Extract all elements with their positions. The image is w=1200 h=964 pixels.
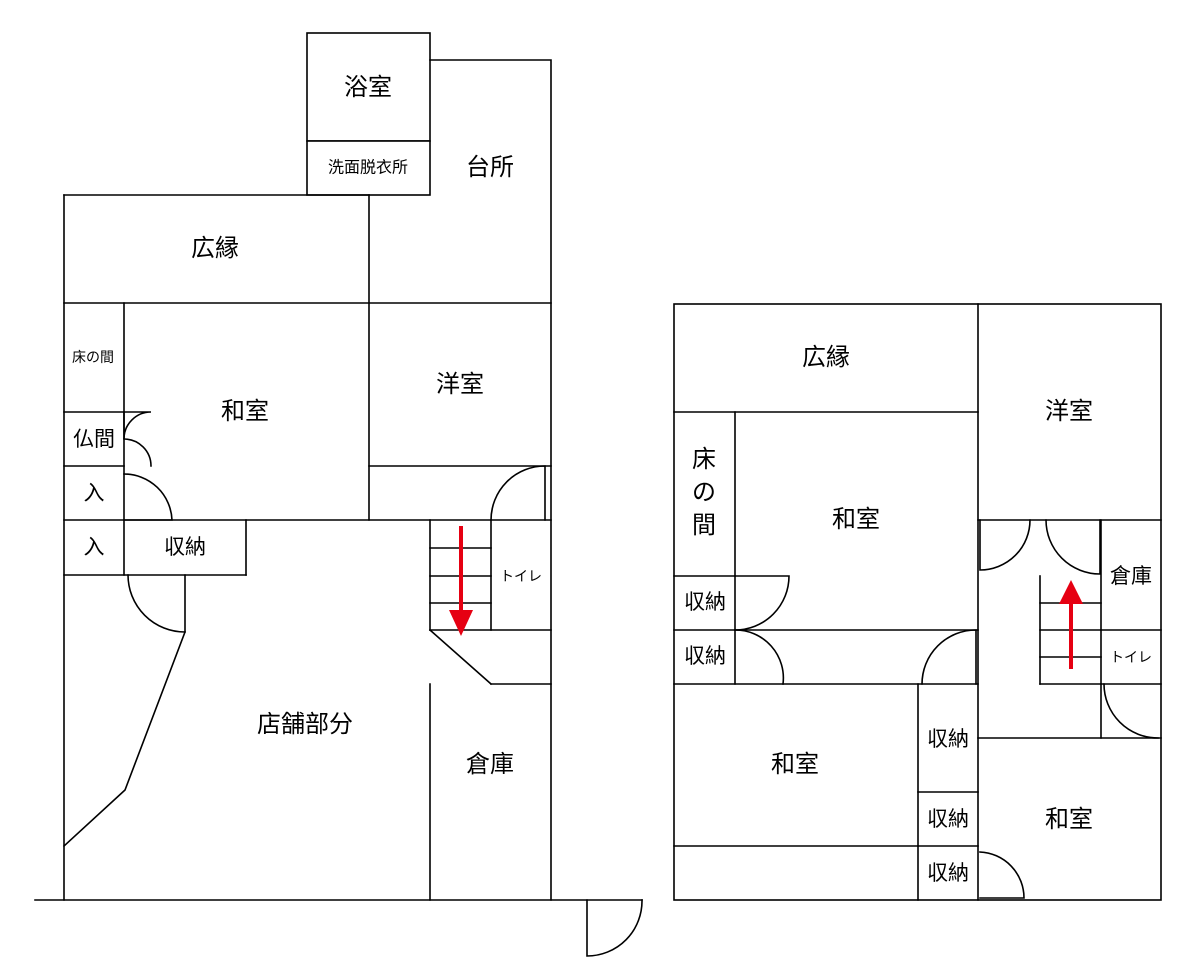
label-toilet: トイレ [500, 569, 542, 585]
dressing-room [306, 140, 431, 196]
floor1-doors [62, 411, 643, 957]
shop-front-wall [62, 630, 187, 848]
stair-landing-diagonal [428, 628, 493, 686]
floor1-plan: 浴室 洗面脱衣所 台所 広縁 床の間 洋室 和室 仏間 入 入 収納 トイレ 店… [34, 32, 643, 957]
altar-door-bottom[interactable] [123, 438, 152, 467]
floor2-plan: 広縁 洋室 床 の 間 和室 倉庫 収納 収納 トイレ 収納 和室 収納 和室 … [673, 303, 1162, 901]
f2-toilet-door[interactable] [1103, 683, 1159, 739]
f2-storage-2-door[interactable] [734, 629, 785, 685]
storage-door[interactable] [127, 574, 186, 633]
closet-door[interactable] [123, 473, 173, 521]
f2-label-storage-4: 収納 [927, 807, 969, 831]
f2-label-toilet: トイレ [1110, 650, 1152, 666]
label-closet-in-1: 入 [84, 481, 105, 505]
f2-label-washitsu-bl: 和室 [771, 750, 819, 778]
f2-label-washitsu-br: 和室 [1045, 805, 1093, 833]
f2-storage-1-door[interactable] [734, 575, 790, 631]
f2-label-washitsu-main: 和室 [832, 505, 880, 533]
label-dressing: 洗面脱衣所 [328, 158, 408, 177]
f2-label-alcove-1: 床 [692, 445, 716, 473]
f2-hall-door[interactable] [921, 629, 977, 685]
f2-label-veranda: 広縁 [802, 343, 850, 371]
label-storage: 収納 [164, 535, 206, 559]
floor2-stairs [1039, 580, 1102, 669]
label-closet-in-2: 入 [84, 535, 105, 559]
label-western: 洋室 [436, 370, 484, 398]
f2-label-storage-5: 収納 [927, 861, 969, 885]
bath-room [306, 32, 431, 142]
f2-label-western: 洋室 [1045, 397, 1093, 425]
label-shop: 店舗部分 [257, 710, 353, 738]
f2-label-warehouse: 倉庫 [1110, 564, 1152, 588]
label-kitchen: 台所 [466, 153, 514, 181]
label-altar: 仏間 [73, 427, 115, 451]
stair-down-arrowhead [449, 610, 473, 636]
label-alcove: 床の間 [72, 350, 114, 366]
floor2-doors [734, 519, 1159, 899]
f2-label-storage-3: 収納 [927, 727, 969, 751]
floor2-labels: 広縁 洋室 床 の 間 和室 倉庫 収納 収納 トイレ 収納 和室 収納 和室 … [684, 343, 1152, 885]
label-warehouse: 倉庫 [466, 750, 514, 778]
f2-label-storage-1: 収納 [684, 590, 726, 614]
kitchen-outline [429, 59, 552, 901]
label-veranda: 広縁 [191, 234, 239, 262]
f2-label-storage-2: 収納 [684, 644, 726, 668]
toilet-door[interactable] [490, 465, 546, 521]
label-bath: 浴室 [344, 73, 392, 101]
floor1-labels: 浴室 洗面脱衣所 台所 広縁 床の間 洋室 和室 仏間 入 入 収納 トイレ 店… [72, 73, 542, 778]
f2-warehouse-door[interactable] [1045, 519, 1101, 575]
label-washitsu: 和室 [221, 397, 269, 425]
floor1-stairs [429, 526, 492, 636]
f2-western-door-left[interactable] [979, 519, 1031, 571]
f2-label-alcove-2: の [692, 478, 716, 506]
f2-label-alcove-3: 間 [692, 511, 716, 539]
floor1-walls [34, 32, 643, 901]
entrance-door[interactable] [586, 899, 643, 957]
altar-door-top[interactable] [123, 411, 152, 440]
f2-washitsu-br-door[interactable] [979, 851, 1025, 899]
stair-up-arrowhead [1059, 580, 1083, 604]
